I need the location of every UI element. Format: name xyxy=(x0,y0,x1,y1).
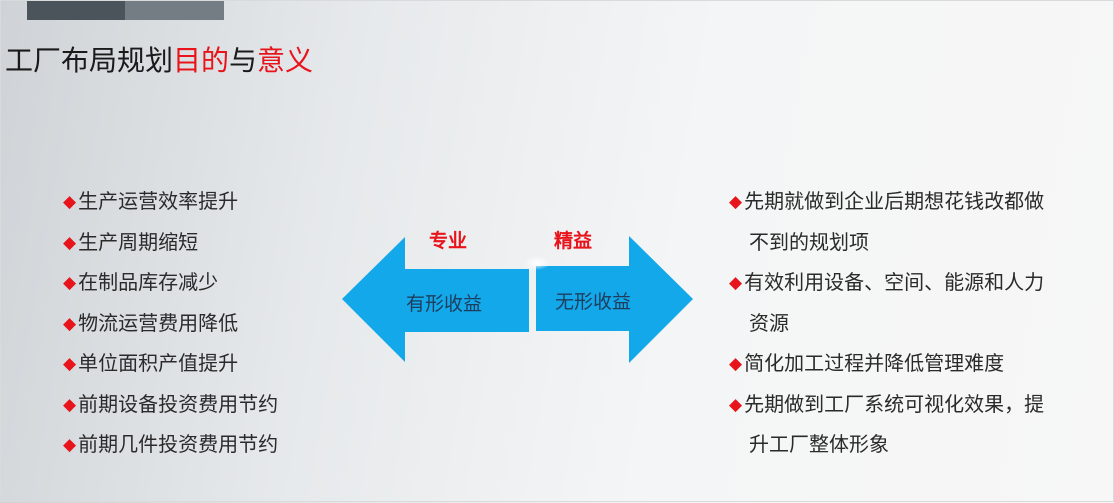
list-item: ◆物流运营费用降低 xyxy=(63,310,239,335)
title-highlight-meaning: 意义 xyxy=(257,44,314,77)
right-arrow-label: 无形收益 xyxy=(555,291,632,313)
top-decor-segment-light xyxy=(125,1,224,20)
top-decor-segment-dark xyxy=(27,1,125,20)
title-part-1: 工厂布局规划 xyxy=(5,44,174,77)
diamond-bullet-icon: ◆ xyxy=(729,394,743,415)
list-item-continuation: 不到的规划项 xyxy=(749,229,869,254)
right-arrow-shape xyxy=(536,236,693,363)
diamond-bullet-icon: ◆ xyxy=(63,313,77,334)
list-item-continuation: 资源 xyxy=(749,310,789,335)
diamond-bullet-icon: ◆ xyxy=(63,232,77,253)
diamond-bullet-icon: ◆ xyxy=(63,394,77,415)
tag-professional: 专业 xyxy=(429,230,468,252)
list-item: ◆前期设备投资费用节约 xyxy=(63,391,279,416)
list-item: ◆在制品库存减少 xyxy=(63,270,219,294)
left-arrow-label: 有形收益 xyxy=(406,293,483,315)
benefits-list-right: ◆先期就做到企业后期想花钱改都做 不到的规划项 ◆有效利用设备、空间、能源和人力… xyxy=(729,181,1044,465)
left-arrow-shape xyxy=(342,237,529,362)
glow-highlight xyxy=(524,256,550,270)
list-item: ◆前期几件投资费用节约 xyxy=(63,432,279,456)
diamond-bullet-icon: ◆ xyxy=(729,273,743,293)
list-item: ◆先期就做到企业后期想花钱改都做 xyxy=(729,189,1045,213)
page-title: 工厂布局规划目的与意义 xyxy=(5,41,313,81)
list-item: ◆简化加工过程并降低管理难度 xyxy=(729,351,1005,375)
diamond-bullet-icon: ◆ xyxy=(63,354,77,374)
title-part-conjunction: 与 xyxy=(229,44,258,77)
tag-lean: 精益 xyxy=(554,230,593,252)
top-decor-bar xyxy=(27,1,224,20)
list-item: ◆先期做到工厂系统可视化效果，提 xyxy=(729,391,1045,416)
diamond-bullet-icon: ◆ xyxy=(63,192,77,212)
list-item: ◆生产周期缩短 xyxy=(63,229,199,254)
list-item-continuation: 升工厂整体形象 xyxy=(749,432,889,456)
list-item: ◆有效利用设备、空间、能源和人力 xyxy=(729,270,1045,294)
title-highlight-purpose: 目的 xyxy=(173,44,230,77)
diamond-bullet-icon: ◆ xyxy=(729,354,743,374)
diamond-bullet-icon: ◆ xyxy=(63,273,77,293)
diamond-bullet-icon: ◆ xyxy=(729,192,743,212)
benefits-list-left: ◆生产运营效率提升 ◆生产周期缩短 ◆在制品库存减少 ◆物流运营费用降低 ◆单位… xyxy=(63,181,278,465)
list-item: ◆生产运营效率提升 xyxy=(63,189,239,213)
diamond-bullet-icon: ◆ xyxy=(63,435,77,455)
list-item: ◆单位面积产值提升 xyxy=(63,351,239,375)
